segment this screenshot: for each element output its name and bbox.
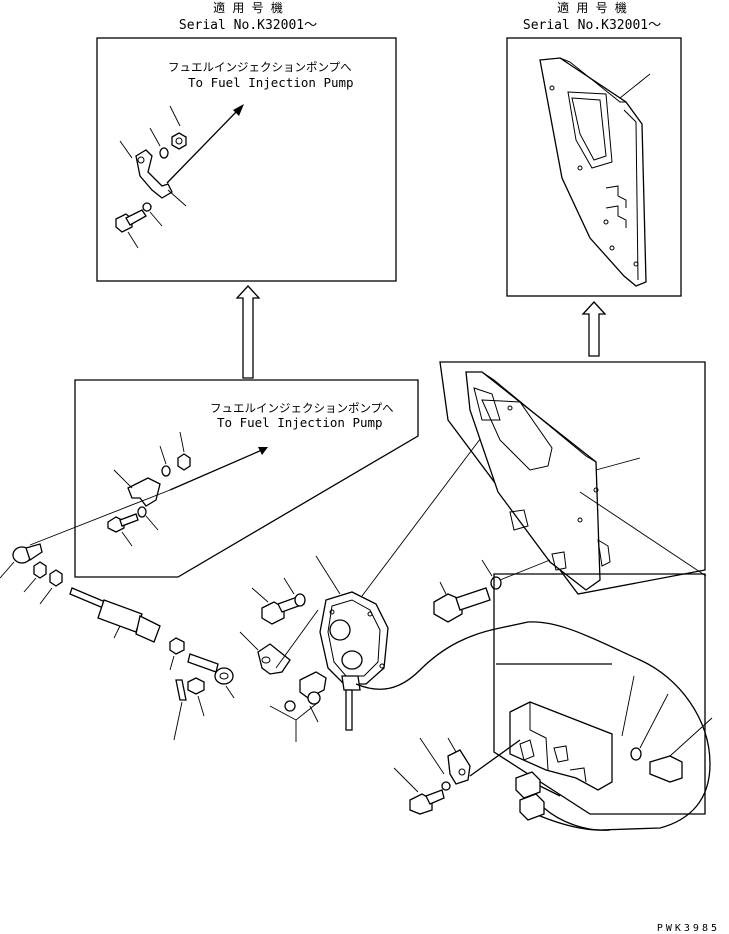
nut bbox=[187, 677, 205, 695]
bolt bbox=[433, 593, 463, 623]
callout-mid-dest-en: To Fuel Injection Pump bbox=[217, 415, 383, 430]
stop-lever bbox=[239, 609, 319, 675]
cotter-pin bbox=[175, 679, 187, 701]
washer bbox=[137, 506, 147, 518]
washer bbox=[441, 781, 451, 791]
nut bbox=[169, 637, 185, 655]
adjuster-rod bbox=[69, 587, 161, 643]
arrow-head bbox=[233, 104, 244, 116]
header-left: 適 用 号 機 Serial No.K32001～ bbox=[179, 0, 317, 33]
mount-plate bbox=[539, 57, 647, 287]
washer bbox=[490, 576, 502, 590]
callout-top-dest-en: To Fuel Injection Pump bbox=[188, 75, 354, 90]
bolt bbox=[409, 793, 433, 815]
bolt-shank bbox=[125, 209, 147, 226]
detail-box-fuel-linkage: フュエルインジェクションポンプへ To Fuel Injection Pump bbox=[96, 37, 397, 282]
callout-box-relay bbox=[493, 573, 713, 831]
harness-clamp bbox=[393, 737, 521, 815]
washer bbox=[142, 202, 152, 212]
ball-joint bbox=[0, 543, 43, 579]
header-right-label: 適 用 号 機 bbox=[557, 0, 627, 15]
bolt-set bbox=[269, 671, 327, 742]
arrow-up-right bbox=[581, 301, 607, 357]
connector bbox=[515, 771, 541, 799]
rod-end bbox=[187, 653, 235, 699]
callout-mid-dest-jp: フュエルインジェクションポンプへ bbox=[210, 401, 394, 415]
washer bbox=[161, 465, 171, 477]
header-right: 適 用 号 機 Serial No.K32001～ bbox=[523, 0, 661, 33]
callout-box-linkage: フュエルインジェクションポンプへ To Fuel Injection Pump bbox=[74, 379, 419, 578]
bolt-set bbox=[251, 577, 306, 625]
mount-plate bbox=[465, 371, 601, 591]
lever-bracket bbox=[127, 477, 161, 507]
nut bbox=[177, 453, 191, 471]
drawing-code: PWK3985 bbox=[657, 923, 720, 934]
callout-top-dest-jp: フュエルインジェクションポンプへ bbox=[168, 60, 352, 74]
nut bbox=[171, 132, 187, 150]
arrow-up-left bbox=[235, 285, 261, 379]
stop-solenoid bbox=[315, 401, 711, 831]
connector bbox=[519, 793, 545, 821]
nut bbox=[49, 569, 63, 587]
washer bbox=[159, 147, 169, 159]
header-left-serial: Serial No.K32001～ bbox=[179, 18, 317, 33]
header-left-label: 適 用 号 機 bbox=[213, 0, 283, 15]
callout-box-plate bbox=[433, 361, 707, 623]
arrow-head bbox=[258, 447, 268, 455]
lever-bracket bbox=[135, 149, 173, 199]
nut bbox=[33, 561, 47, 579]
header-right-serial: Serial No.K32001～ bbox=[523, 18, 661, 33]
bolt bbox=[649, 755, 683, 783]
detail-box-mount-plate bbox=[506, 37, 682, 297]
relay-bracket bbox=[509, 701, 613, 791]
bolt-shank bbox=[455, 587, 491, 611]
